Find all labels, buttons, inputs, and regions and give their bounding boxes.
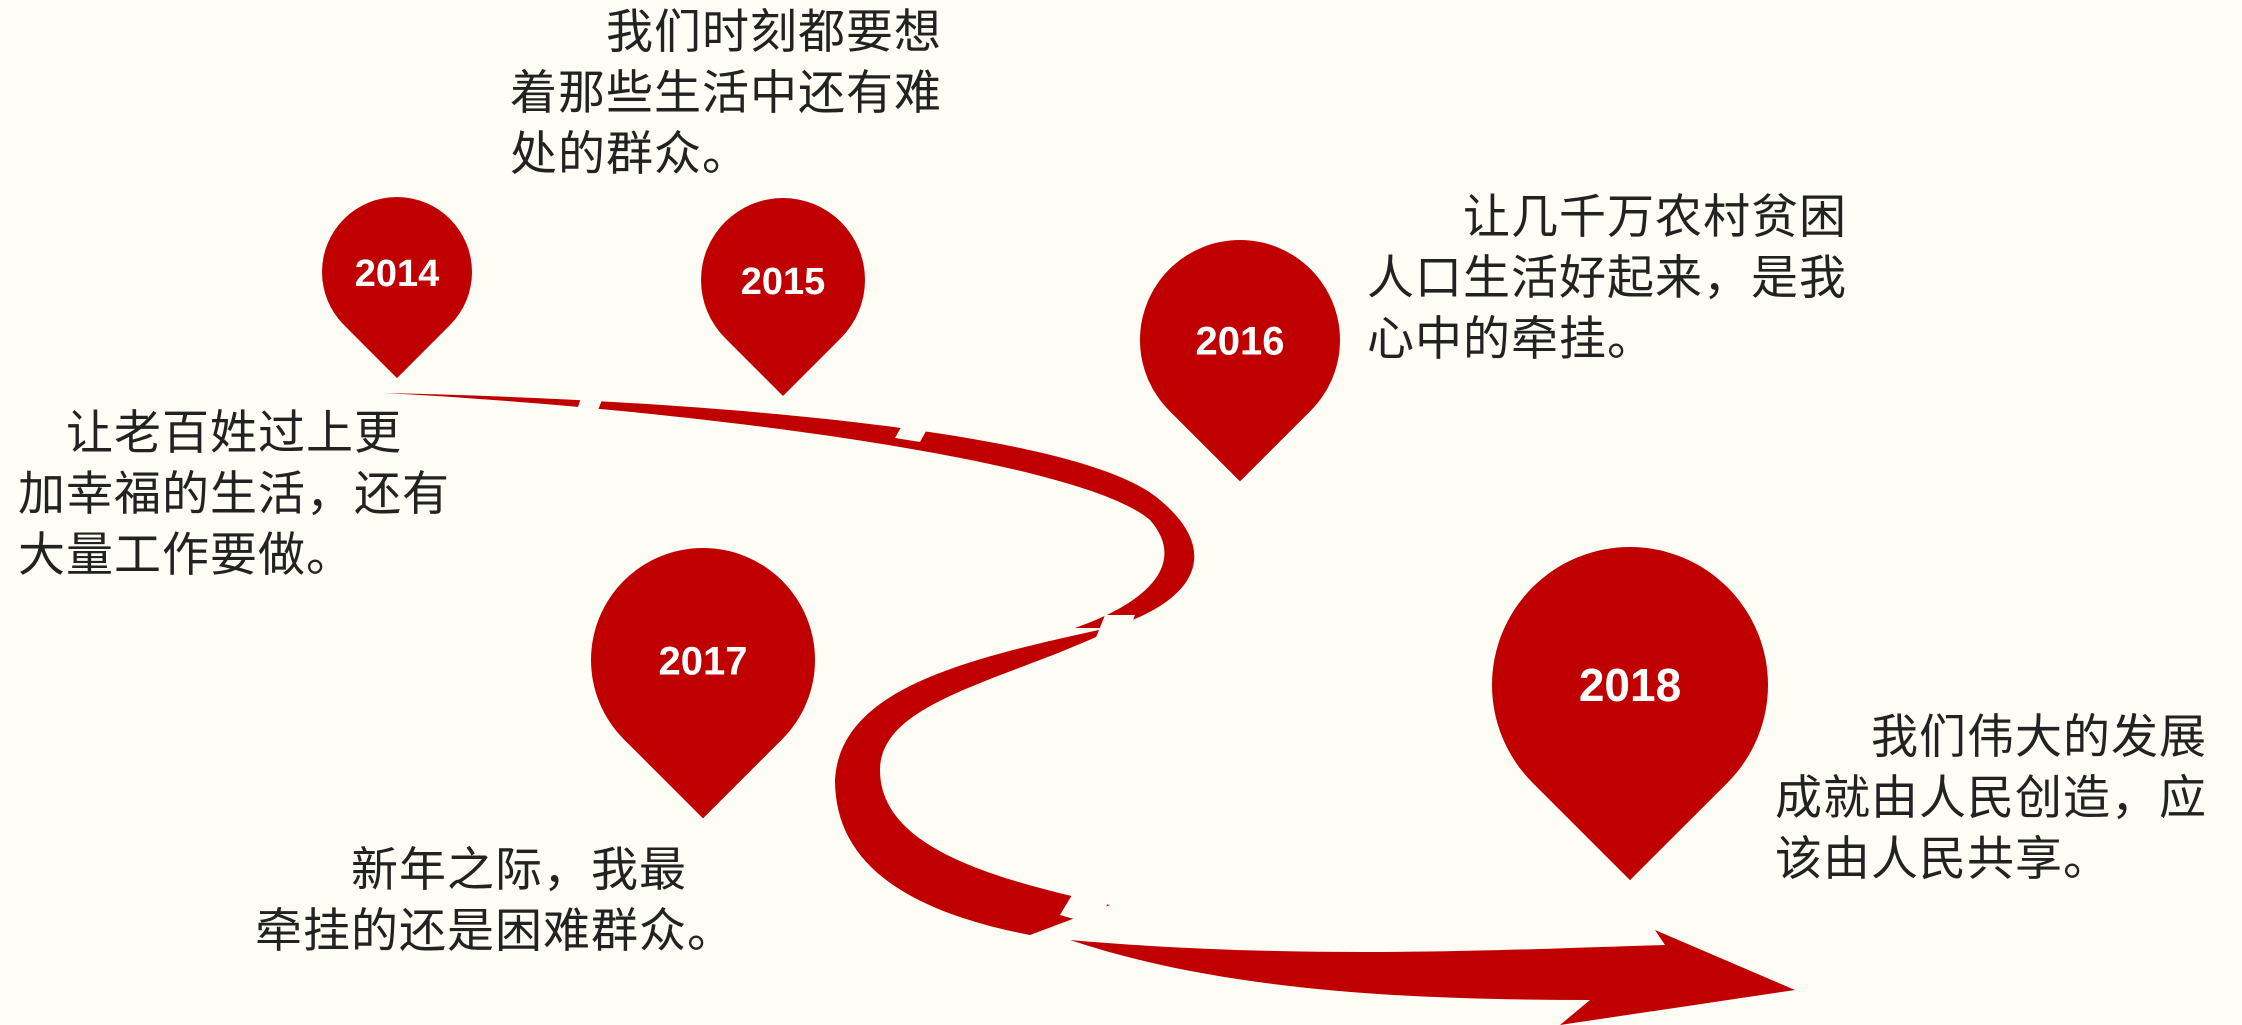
road-tail xyxy=(1070,930,1795,1025)
note-2016-line-2: 人口生活好起来，是我 xyxy=(1367,251,1847,306)
road-body xyxy=(385,393,1195,628)
pin-2015: 2015 xyxy=(700,197,865,396)
note-2014-line-3: 大量工作要做。 xyxy=(18,528,354,583)
note-2014: 让老百姓过上更 加幸福的生活，还有 大量工作要做。 xyxy=(18,403,450,586)
pin-marker-2014 xyxy=(322,197,473,379)
note-2016-line-1: 让几千万农村贫困 xyxy=(1367,190,1847,245)
note-2015-line-2: 着那些生活中还有难 xyxy=(510,66,942,121)
year-label-2017: 2017 xyxy=(659,640,748,684)
note-2017: 新年之际，我最 牵挂的还是困难群众。 xyxy=(255,840,735,962)
note-2014-line-2: 加幸福的生活，还有 xyxy=(18,467,450,522)
pin-2017: 2017 xyxy=(591,548,815,819)
pin-marker-2015 xyxy=(700,197,865,396)
note-2018: 我们伟大的发展 成就由人民创造，应 该由人民共享。 xyxy=(1775,707,2207,890)
note-2017-line-2: 牵挂的还是困难群众。 xyxy=(255,904,735,959)
year-label-2015: 2015 xyxy=(741,261,826,303)
road-gap xyxy=(1060,890,1110,925)
note-2016-line-3: 心中的牵挂。 xyxy=(1367,312,1655,367)
note-2016: 让几千万农村贫困 人口生活好起来，是我 心中的牵挂。 xyxy=(1367,187,1847,370)
pin-marker-2018 xyxy=(1492,546,1768,881)
note-2018-line-3: 该由人民共享。 xyxy=(1775,832,2111,887)
road-gap xyxy=(1095,615,1135,640)
note-2017-line-1: 新年之际，我最 xyxy=(255,843,687,898)
note-2015: 我们时刻都要想 着那些生活中还有难 处的群众。 xyxy=(510,2,942,185)
road-gap xyxy=(895,420,930,442)
year-label-2014: 2014 xyxy=(355,253,440,295)
road-arrow xyxy=(385,393,1795,1025)
year-label-2018: 2018 xyxy=(1579,659,1681,711)
note-2018-line-2: 成就由人民创造，应 xyxy=(1775,771,2207,826)
milestone-pins: 2014 2015 2016 2017 2018 xyxy=(322,197,1768,881)
pin-2014: 2014 xyxy=(322,197,473,379)
note-2015-line-1: 我们时刻都要想 xyxy=(510,5,942,60)
year-label-2016: 2016 xyxy=(1196,320,1285,364)
pin-2018: 2018 xyxy=(1492,546,1768,881)
pin-marker-2017 xyxy=(591,548,815,819)
pin-2016: 2016 xyxy=(1140,239,1340,482)
pin-marker-2016 xyxy=(1140,239,1340,482)
note-2014-line-1: 让老百姓过上更 xyxy=(18,406,402,461)
road-gap xyxy=(577,395,604,410)
note-2015-line-3: 处的群众。 xyxy=(510,127,750,182)
note-2018-line-1: 我们伟大的发展 xyxy=(1775,710,2207,765)
road-bend xyxy=(835,628,1115,935)
